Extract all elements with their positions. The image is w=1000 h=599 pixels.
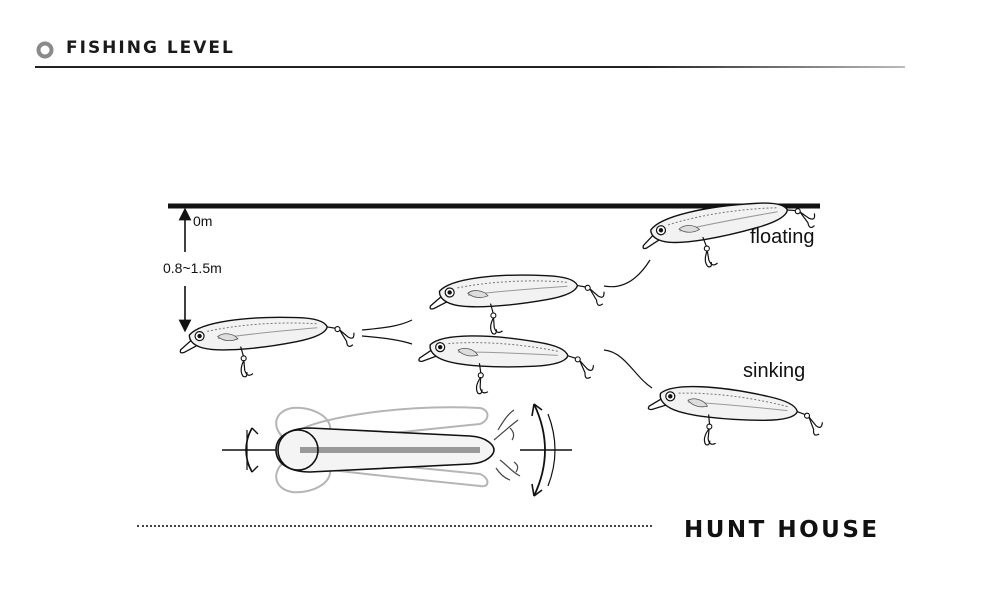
floating-label: floating <box>750 226 815 248</box>
lure-rising <box>427 267 608 340</box>
path-start-to-rising <box>361 319 413 331</box>
sinking-label: sinking <box>743 360 805 382</box>
path-start-to-diving <box>361 335 413 345</box>
footer-dotted-divider <box>137 525 652 527</box>
depth-range-label: 0.8~1.5m <box>163 260 222 276</box>
lure-start <box>177 308 358 383</box>
lure-diving <box>416 332 596 401</box>
section-title: FISHING LEVEL <box>66 38 235 58</box>
surface-depth-label: 0m <box>193 213 212 229</box>
path-to-sinking <box>603 349 653 389</box>
ring-bullet-icon <box>36 41 54 59</box>
path-to-floating <box>603 259 651 288</box>
top-view-action <box>222 403 572 497</box>
header-divider <box>35 66 905 68</box>
brand-name: HUNT HOUSE <box>684 517 880 543</box>
lure-sinking <box>644 380 826 458</box>
